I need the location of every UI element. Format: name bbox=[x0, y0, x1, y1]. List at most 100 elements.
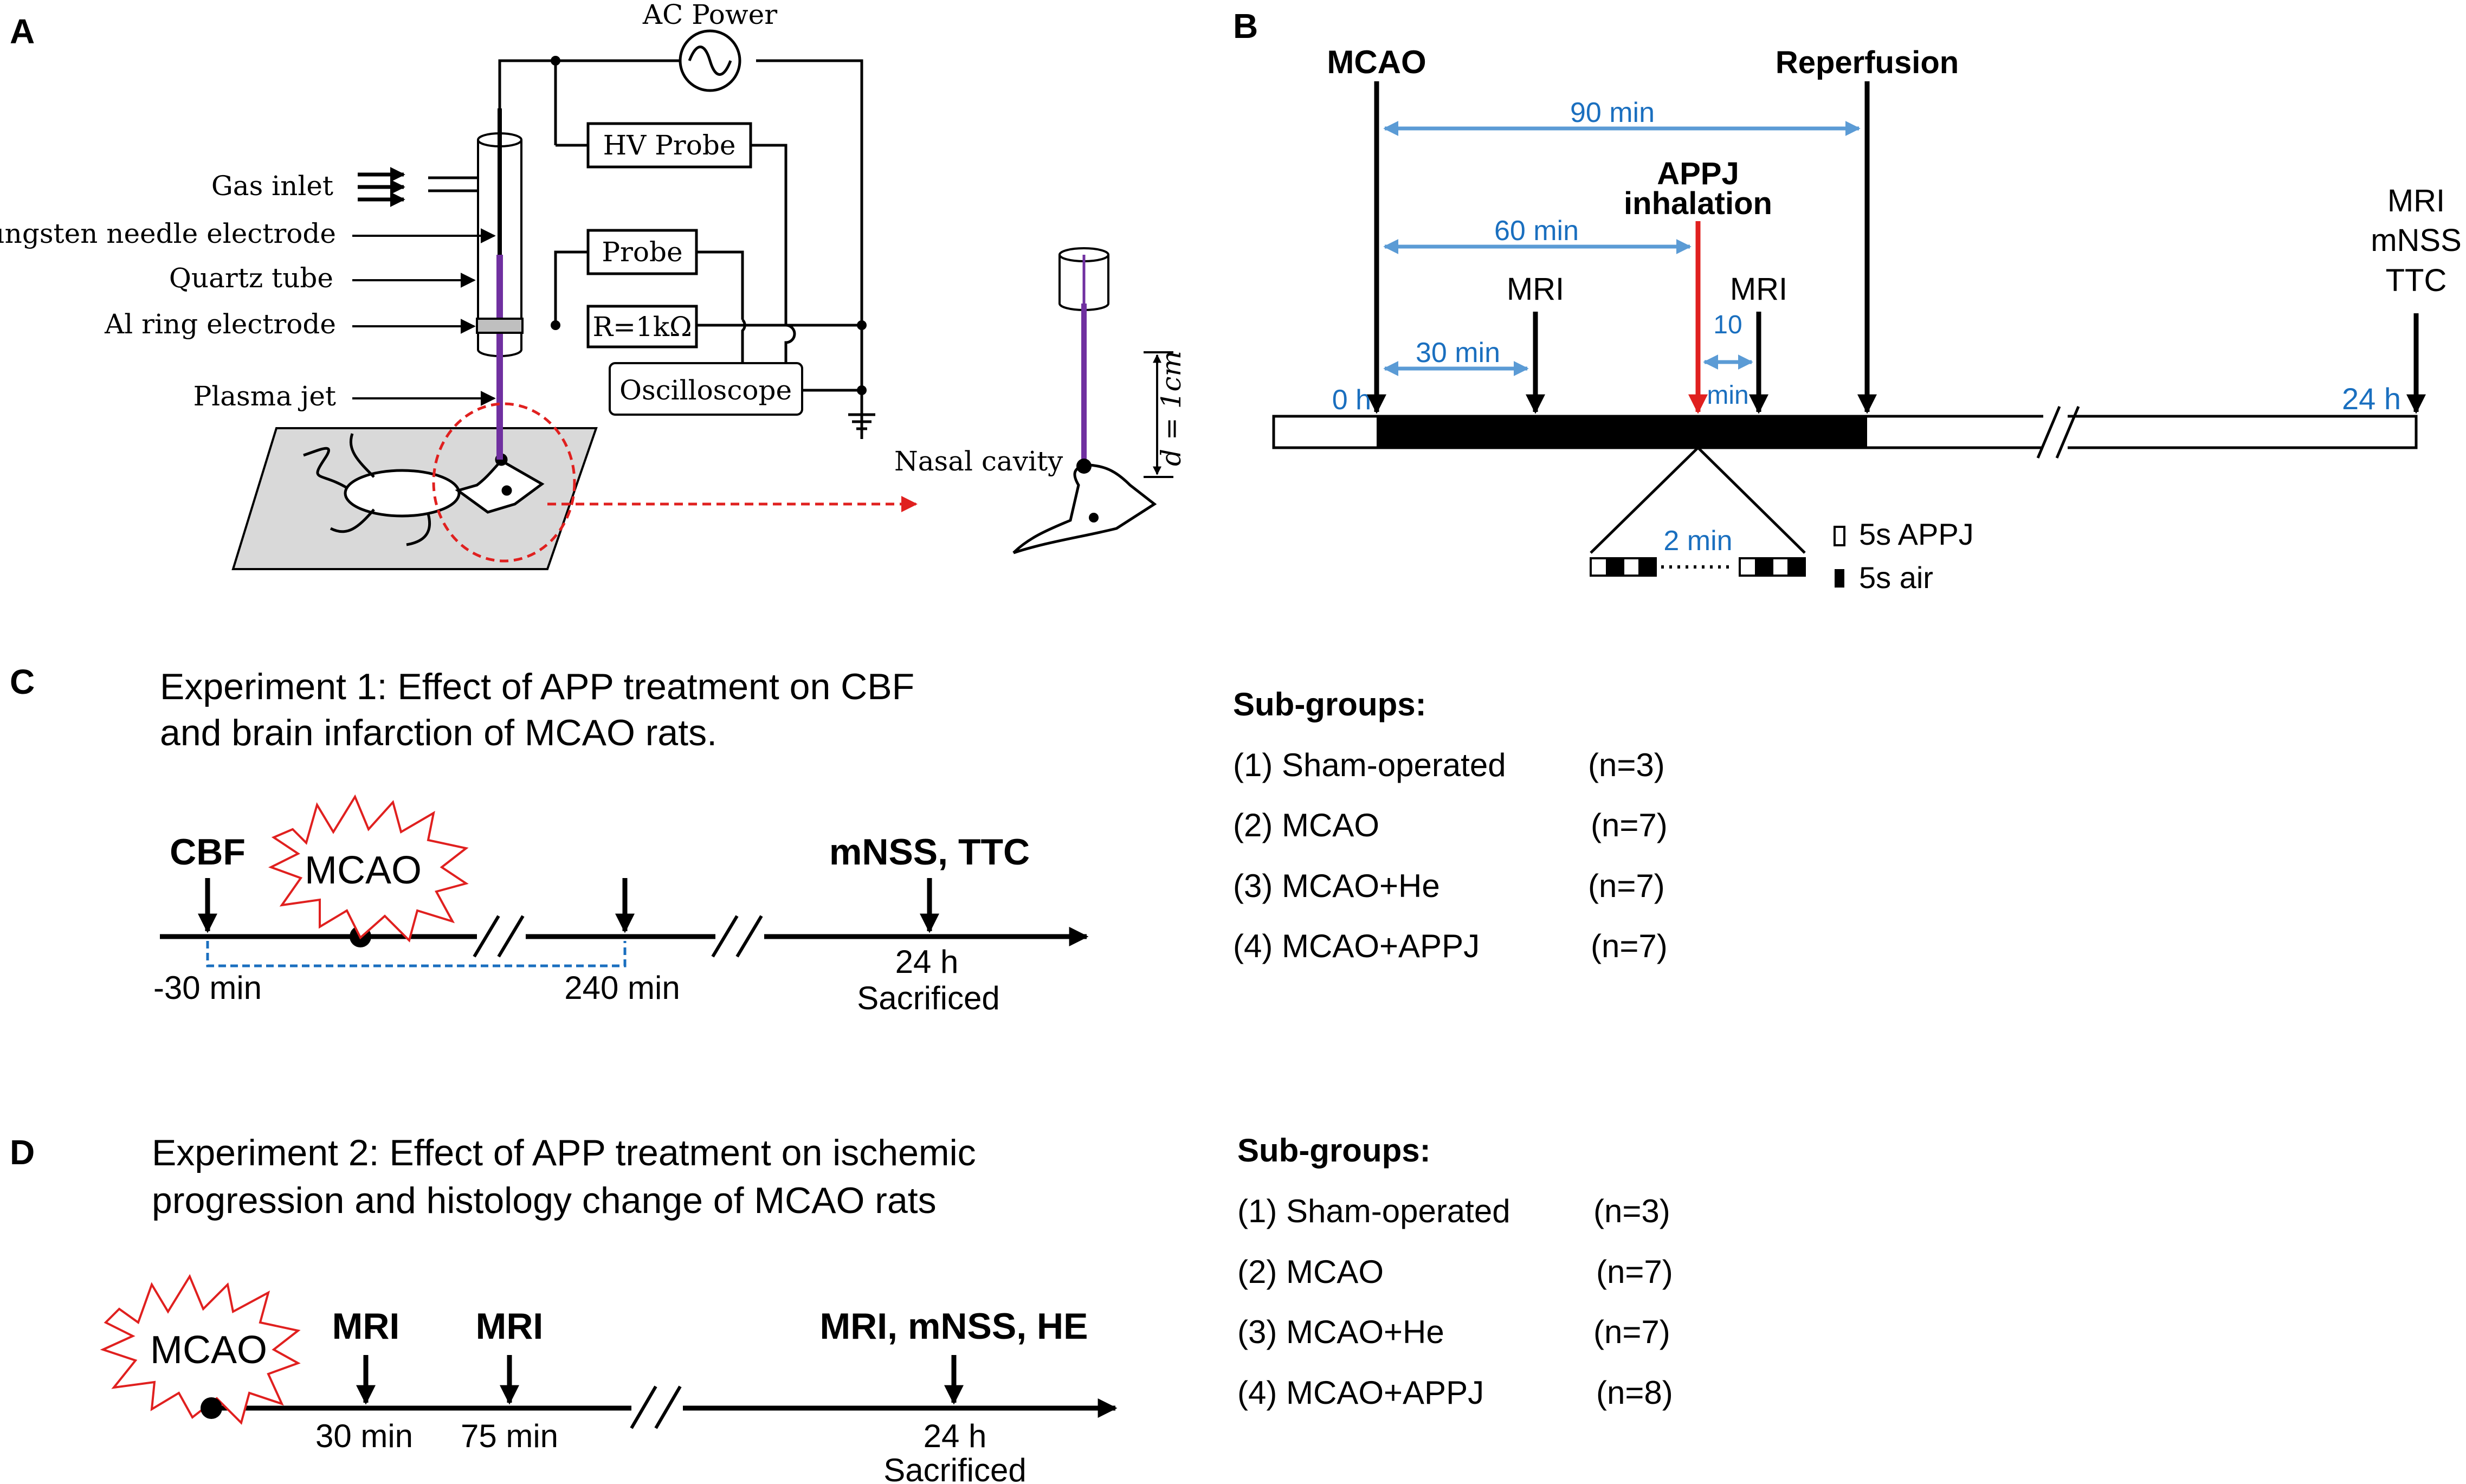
appj-label-1: APPJ bbox=[1657, 156, 1739, 191]
panel-b-letter: B bbox=[1233, 7, 1258, 46]
interval-10-num: 10 bbox=[1713, 311, 1742, 339]
gas-inlet-arrows bbox=[358, 167, 477, 207]
exp2-subgroups-title: Sub-groups: bbox=[1237, 1132, 1431, 1169]
cycle-label: 2 min bbox=[1663, 525, 1732, 557]
probe-label: Probe bbox=[602, 236, 682, 268]
t0-label: 0 h bbox=[1332, 384, 1371, 416]
probe-box: Probe bbox=[586, 229, 698, 275]
mri-label-a: MRI bbox=[1507, 272, 1564, 307]
exp1-arrows bbox=[198, 878, 939, 933]
exp2-mcao-burst bbox=[100, 1274, 301, 1425]
nasal-label: Nasal cavity bbox=[894, 446, 1063, 477]
exp1-group-label: (4) MCAO+APPJ bbox=[1233, 928, 1480, 964]
exp2-t-24: 24 h bbox=[924, 1418, 987, 1454]
exp1-title-1: Experiment 1: Effect of APP treatment on… bbox=[160, 666, 914, 707]
exp2-group-n: (n=7) bbox=[1593, 1314, 1670, 1350]
oscilloscope-box: Oscilloscope bbox=[609, 362, 803, 416]
interval-90: 90 min bbox=[1570, 97, 1655, 128]
ring-electrode bbox=[476, 318, 524, 334]
oscilloscope-label: Oscilloscope bbox=[619, 375, 792, 406]
panel-a-letter: A bbox=[10, 12, 35, 51]
exp1-title-2: and brain infarction of MCAO rats. bbox=[160, 712, 717, 753]
exp2-timeline bbox=[211, 1385, 1118, 1429]
exp1-mcao-burst bbox=[268, 794, 469, 943]
exp2-t-75: 75 min bbox=[461, 1418, 558, 1454]
exp1-group-n: (n=7) bbox=[1591, 807, 1668, 843]
ring-label: Al ring electrode bbox=[104, 308, 336, 340]
timeline-bar: 0 h 24 h bbox=[1272, 382, 2418, 459]
appj-label-2: inhalation bbox=[1624, 186, 1772, 221]
end-label-mnss: mNSS bbox=[2371, 223, 2462, 258]
exp2-group-label: (3) MCAO+He bbox=[1237, 1314, 1444, 1350]
panel-b: B 0 h 24 h MCAO Reperfusion APPJ inhalat… bbox=[1233, 7, 2462, 595]
interval-60: 60 min bbox=[1494, 215, 1579, 247]
exp1-subgroups: Sub-groups: (1) Sham-operated (n=3) (2) … bbox=[1233, 686, 1668, 964]
exp1-sacrificed: Sacrificed bbox=[857, 980, 999, 1016]
exp2-mcao-label: MCAO bbox=[150, 1328, 267, 1372]
resistor-label: R=1kΩ bbox=[592, 311, 692, 343]
exp2-group-n: (n=3) bbox=[1593, 1193, 1670, 1229]
end-label-ttc: TTC bbox=[2386, 263, 2447, 298]
rat-drawing bbox=[303, 433, 545, 546]
legend-appj: 5s APPJ bbox=[1859, 517, 1974, 551]
interval-10-unit: min bbox=[1707, 381, 1748, 410]
gas-inlet-label: Gas inlet bbox=[211, 170, 333, 202]
panel-c-letter: C bbox=[10, 662, 35, 701]
exp1-t-start: -30 min bbox=[153, 970, 262, 1006]
exp2-arrows bbox=[356, 1355, 964, 1405]
exp1-subgroups-title: Sub-groups: bbox=[1233, 686, 1426, 722]
reperfusion-label: Reperfusion bbox=[1776, 45, 1959, 80]
exp1-group-label: (2) MCAO bbox=[1233, 807, 1379, 843]
left-labels: Gas inlet Tungsten needle electrode Quar… bbox=[0, 170, 496, 412]
exp2-group-label: (4) MCAO+APPJ bbox=[1237, 1375, 1484, 1411]
cycle-zoom: 2 min bbox=[1590, 447, 1806, 577]
t24-label: 24 h bbox=[2342, 382, 2401, 416]
exp2-title-1: Experiment 2: Effect of APP treatment on… bbox=[152, 1132, 976, 1173]
panel-a: A AC Power bbox=[0, 0, 1187, 570]
resistor-box: R=1kΩ bbox=[586, 305, 698, 349]
exp1-t-240: 240 min bbox=[564, 970, 680, 1006]
exp2-start-dot bbox=[201, 1397, 222, 1419]
mcao-label: MCAO bbox=[1327, 44, 1426, 80]
exp1-group-label: (1) Sham-operated bbox=[1233, 747, 1506, 783]
mri-label-b: MRI bbox=[1730, 272, 1787, 307]
cycle-legend: 5s APPJ 5s air bbox=[1834, 517, 1974, 595]
exp2-group-n: (n=7) bbox=[1596, 1254, 1673, 1290]
distance-label: d = 1cm bbox=[1155, 351, 1187, 466]
exp1-end-label: mNSS, TTC bbox=[829, 831, 1030, 873]
exp1-mcao-label: MCAO bbox=[305, 849, 422, 892]
exp2-end-label: MRI, mNSS, HE bbox=[820, 1306, 1088, 1347]
exp2-mri-1: MRI bbox=[332, 1306, 400, 1347]
ac-power-source: AC Power bbox=[642, 0, 777, 92]
circuit-junctions bbox=[551, 56, 867, 395]
ac-power-label: AC Power bbox=[642, 0, 777, 30]
exp1-t-24: 24 h bbox=[895, 944, 959, 980]
exp2-title-2: progression and histology change of MCAO… bbox=[152, 1180, 937, 1221]
panel-d-letter: D bbox=[10, 1133, 35, 1172]
exp1-group-n: (n=3) bbox=[1588, 747, 1665, 783]
exp2-group-n: (n=8) bbox=[1596, 1375, 1673, 1411]
exp1-group-n: (n=7) bbox=[1591, 928, 1668, 964]
interval-arrows bbox=[1383, 121, 1861, 376]
exp2-t-30: 30 min bbox=[315, 1418, 413, 1454]
exp2-group-label: (2) MCAO bbox=[1237, 1254, 1384, 1290]
exp1-group-n: (n=7) bbox=[1588, 868, 1665, 904]
needle-label: Tungsten needle electrode bbox=[0, 218, 336, 249]
end-label-mri: MRI bbox=[2387, 183, 2445, 218]
exp2-group-label: (1) Sham-operated bbox=[1237, 1193, 1510, 1229]
panel-c: C Experiment 1: Effect of APP treatment … bbox=[10, 662, 1668, 1016]
exp2-sacrificed: Sacrificed bbox=[883, 1452, 1026, 1484]
exp2-mri-2: MRI bbox=[476, 1306, 544, 1347]
quartz-label: Quartz tube bbox=[169, 262, 333, 294]
exp1-group-label: (3) MCAO+He bbox=[1233, 868, 1440, 904]
panel-d: D Experiment 2: Effect of APP treatment … bbox=[10, 1132, 1673, 1484]
hv-probe-label: HV Probe bbox=[603, 130, 736, 161]
jet-label: Plasma jet bbox=[193, 380, 336, 412]
legend-air: 5s air bbox=[1859, 560, 1933, 595]
interval-30: 30 min bbox=[1416, 337, 1500, 369]
zoom-circle bbox=[432, 402, 576, 563]
nasal-inset: d = 1cm Nasal cavity bbox=[894, 247, 1187, 554]
exp2-subgroups: Sub-groups: (1) Sham-operated (n=3) (2) … bbox=[1237, 1132, 1673, 1411]
event-arrows bbox=[1367, 81, 2426, 414]
